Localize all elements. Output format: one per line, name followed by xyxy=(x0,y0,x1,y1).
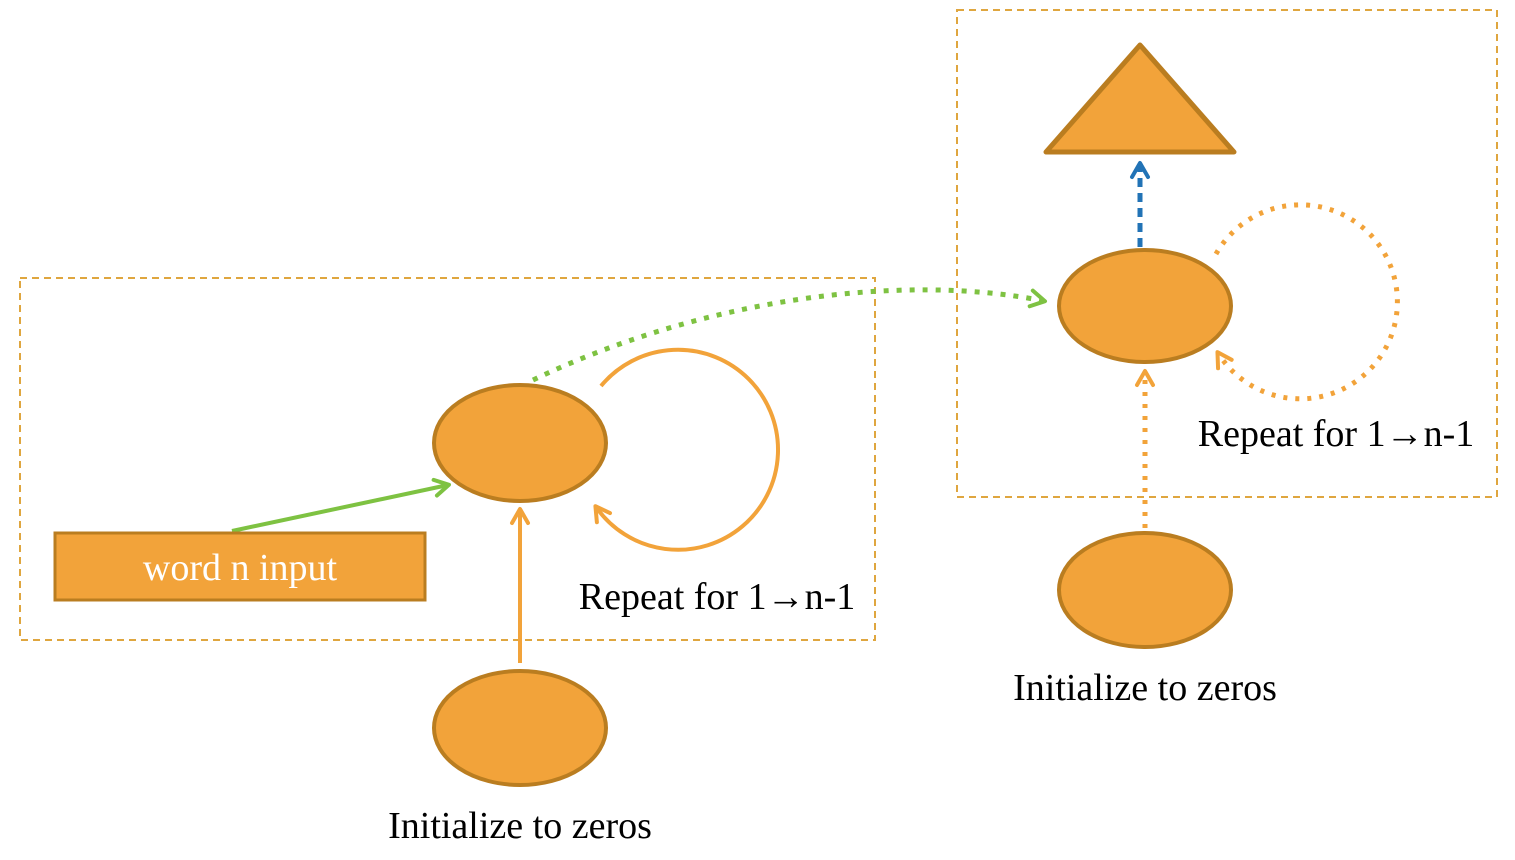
right-repeat-box xyxy=(956,9,1498,498)
word-input-arrow xyxy=(231,477,451,533)
state-transfer-arrow xyxy=(531,287,1047,383)
right-self-loop-arrow xyxy=(1213,202,1400,402)
left-repeat-box xyxy=(19,277,876,641)
left-init-label: Initialize to zeros xyxy=(388,805,652,847)
output-node xyxy=(1043,42,1237,155)
right-repeat-label: Repeat for 1→n-1 xyxy=(1198,413,1474,455)
left-init-state-node xyxy=(432,669,608,787)
right-init-state-node xyxy=(1057,531,1233,649)
word-input-box xyxy=(53,531,427,602)
right-init-label: Initialize to zeros xyxy=(1013,667,1277,709)
right-hidden-state-node xyxy=(1057,248,1233,364)
left-hidden-state-node xyxy=(432,383,608,503)
word-input-label: word n input xyxy=(143,547,338,589)
left-repeat-label: Repeat for 1→n-1 xyxy=(579,576,855,618)
left-self-loop-arrow xyxy=(593,347,780,552)
